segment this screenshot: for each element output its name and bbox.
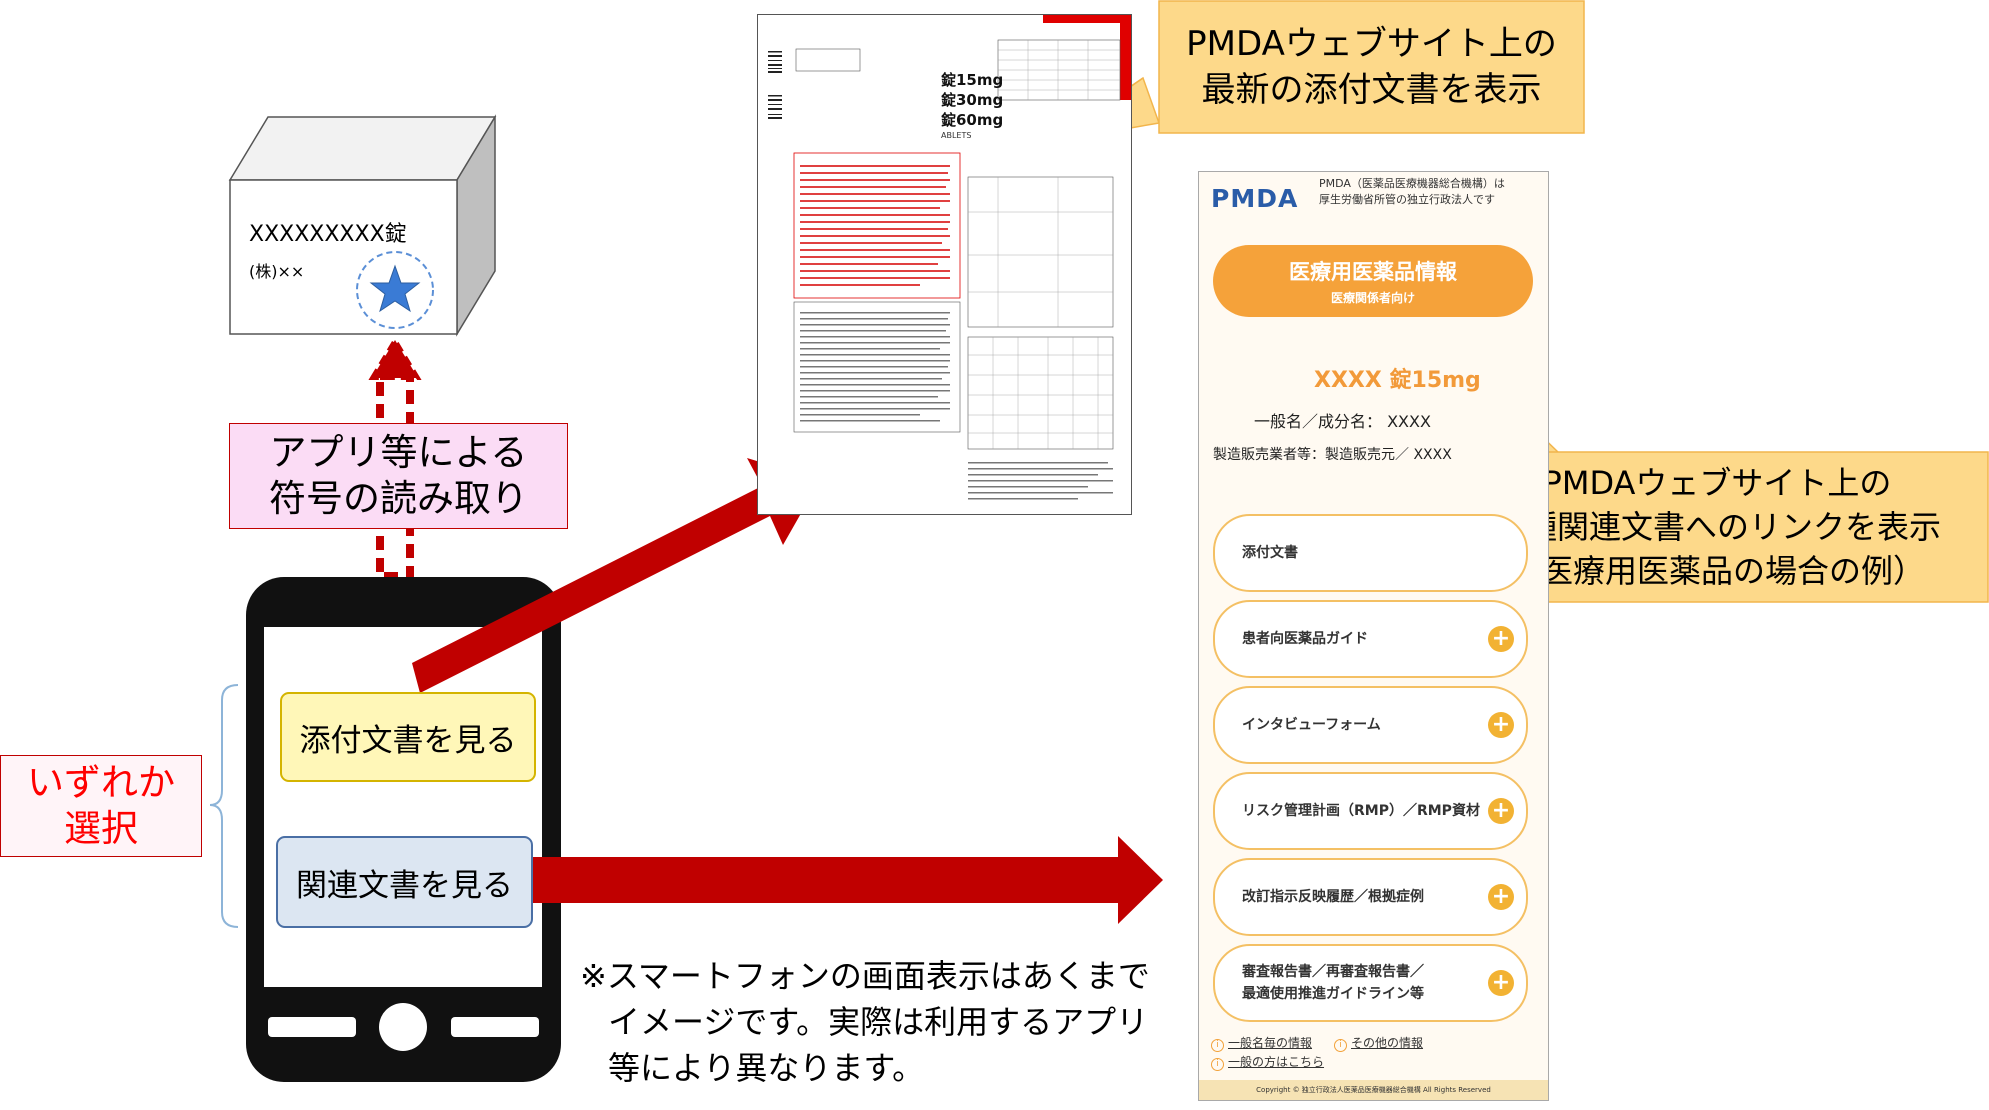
pmda-description: PMDA（医薬品医療機器総合機構）は 厚生労働省所管の独立行政法人です — [1319, 176, 1505, 208]
footer-link-public-label: 一般の方はこちら — [1228, 1055, 1325, 1069]
callout-top-line-1: PMDAウェブサイト上の — [1186, 24, 1557, 64]
link-review-reports-label-1: 審査報告書／再審査報告書／ — [1242, 964, 1424, 980]
link-revision-history[interactable]: 改訂指示反映履歴／根拠症例 + — [1213, 858, 1528, 936]
drug-title: XXXX 錠15mg — [1314, 368, 1481, 393]
read-code-label: アプリ等による 符号の読み取り — [229, 423, 568, 529]
link-rmp-label: リスク管理計画（RMP）／RMP資材 — [1242, 803, 1480, 819]
read-code-line-2: 符号の読み取り — [269, 477, 528, 520]
link-attached-document-label: 添付文書 — [1242, 545, 1298, 561]
note-line-1: ※スマートフォンの画面表示はあくまで — [580, 957, 1150, 995]
read-code-line-1: アプリ等による — [269, 431, 528, 474]
plus-icon: + — [1488, 970, 1514, 996]
footer-link-public[interactable]: i 一般の方はこちら — [1211, 1053, 1324, 1071]
smartphone — [246, 577, 561, 1082]
select-brace — [209, 684, 239, 928]
select-line-1: いずれか — [27, 761, 175, 804]
package-maker: (株)×× — [249, 262, 305, 281]
link-rmp[interactable]: リスク管理計画（RMP）／RMP資材 + — [1213, 772, 1528, 850]
medical-drug-info-label: 医療用医薬品情報 — [1289, 260, 1457, 284]
note-line-3: 等により異なります。 — [608, 1049, 925, 1087]
generic-name: 一般名／成分名： XXXX — [1254, 412, 1431, 431]
select-label: いずれか 選択 — [0, 755, 202, 857]
select-line-2: 選択 — [64, 807, 138, 850]
plus-icon: + — [1488, 626, 1514, 652]
pmda-site-mock: PMDA PMDA（医薬品医療機器総合機構）は 厚生労働省所管の独立行政法人です… — [1198, 171, 1549, 1101]
doc-dose-15: 錠15mg — [941, 71, 1004, 89]
arrow-to-document — [412, 458, 820, 693]
info-icon: i — [1334, 1039, 1347, 1052]
link-interview-form[interactable]: インタビューフォーム + — [1213, 686, 1528, 764]
pmda-description-line-1: PMDA（医薬品医療機器総合機構）は — [1319, 177, 1505, 190]
link-patient-guide-label: 患者向医薬品ガイド — [1242, 631, 1368, 647]
callout-top-line-2: 最新の添付文書を表示 — [1201, 70, 1542, 110]
link-review-reports-label-2: 最適使用推進ガイドライン等 — [1242, 986, 1424, 1002]
view-attached-document-button[interactable]: 添付文書を見る — [280, 692, 536, 782]
disclaimer-note: ※スマートフォンの画面表示はあくまで イメージです。実際は利用するアプリ 等によ… — [580, 953, 1200, 1091]
info-icon: i — [1211, 1058, 1224, 1071]
callout-right-text: PMDAウェブサイト上の 各種関連文書へのリンクを表示 （医療用医薬品の場合の例… — [1446, 452, 1988, 602]
link-interview-form-label: インタビューフォーム — [1242, 717, 1381, 733]
link-attached-document[interactable]: 添付文書 — [1213, 514, 1528, 592]
callout-top-text: PMDAウェブサイト上の 最新の添付文書を表示 — [1159, 1, 1584, 133]
footer-link-generic-label: 一般名毎の情報 — [1228, 1036, 1313, 1050]
arrow-to-site — [530, 836, 1163, 924]
pmda-description-line-2: 厚生労働省所管の独立行政法人です — [1319, 193, 1495, 206]
pmda-logo: PMDA — [1211, 184, 1299, 213]
callout-right-line-2: 各種関連文書へのリンクを表示 — [1492, 508, 1941, 546]
package-box — [228, 114, 497, 337]
marketer-name: 製造販売業者等：製造販売元／ XXXX — [1213, 447, 1452, 463]
doc-dose-60: 錠60mg — [941, 111, 1004, 129]
plus-icon: + — [1488, 884, 1514, 910]
plus-icon: + — [1488, 712, 1514, 738]
medical-drug-info-sub: 医療関係者向け — [1330, 291, 1415, 305]
plus-icon: + — [1488, 798, 1514, 824]
callout-right-line-3: （医療用医薬品の場合の例） — [1508, 552, 1925, 590]
callout-right-line-1: PMDAウェブサイト上の — [1542, 464, 1892, 502]
footer-link-other[interactable]: i その他の情報 — [1334, 1034, 1423, 1052]
footer-link-generic[interactable]: i 一般名毎の情報 — [1211, 1034, 1312, 1052]
medical-drug-info-button[interactable]: 医療用医薬品情報 医療関係者向け — [1213, 245, 1533, 317]
link-patient-guide[interactable]: 患者向医薬品ガイド + — [1213, 600, 1528, 678]
package-product-name: XXXXXXXXX錠 — [249, 222, 407, 247]
note-line-2: イメージです。実際は利用するアプリ — [608, 1003, 1149, 1041]
info-icon: i — [1211, 1039, 1224, 1052]
link-revision-history-label: 改訂指示反映履歴／根拠症例 — [1242, 889, 1424, 905]
link-review-reports[interactable]: 審査報告書／再審査報告書／ 最適使用推進ガイドライン等 + — [1213, 944, 1528, 1022]
copyright: Copyright © 独立行政法人医薬品医療機器総合機構 All Rights… — [1199, 1080, 1548, 1100]
footer-link-other-label: その他の情報 — [1351, 1036, 1424, 1050]
view-related-documents-button[interactable]: 関連文書を見る — [276, 836, 533, 928]
attached-document-thumbnail: 錠15mg 錠30mg 錠60mg ABLETS — [757, 14, 1132, 515]
doc-abbrev: ABLETS — [941, 131, 972, 140]
doc-dose-30: 錠30mg — [941, 91, 1004, 109]
star-code-icon — [369, 264, 421, 313]
